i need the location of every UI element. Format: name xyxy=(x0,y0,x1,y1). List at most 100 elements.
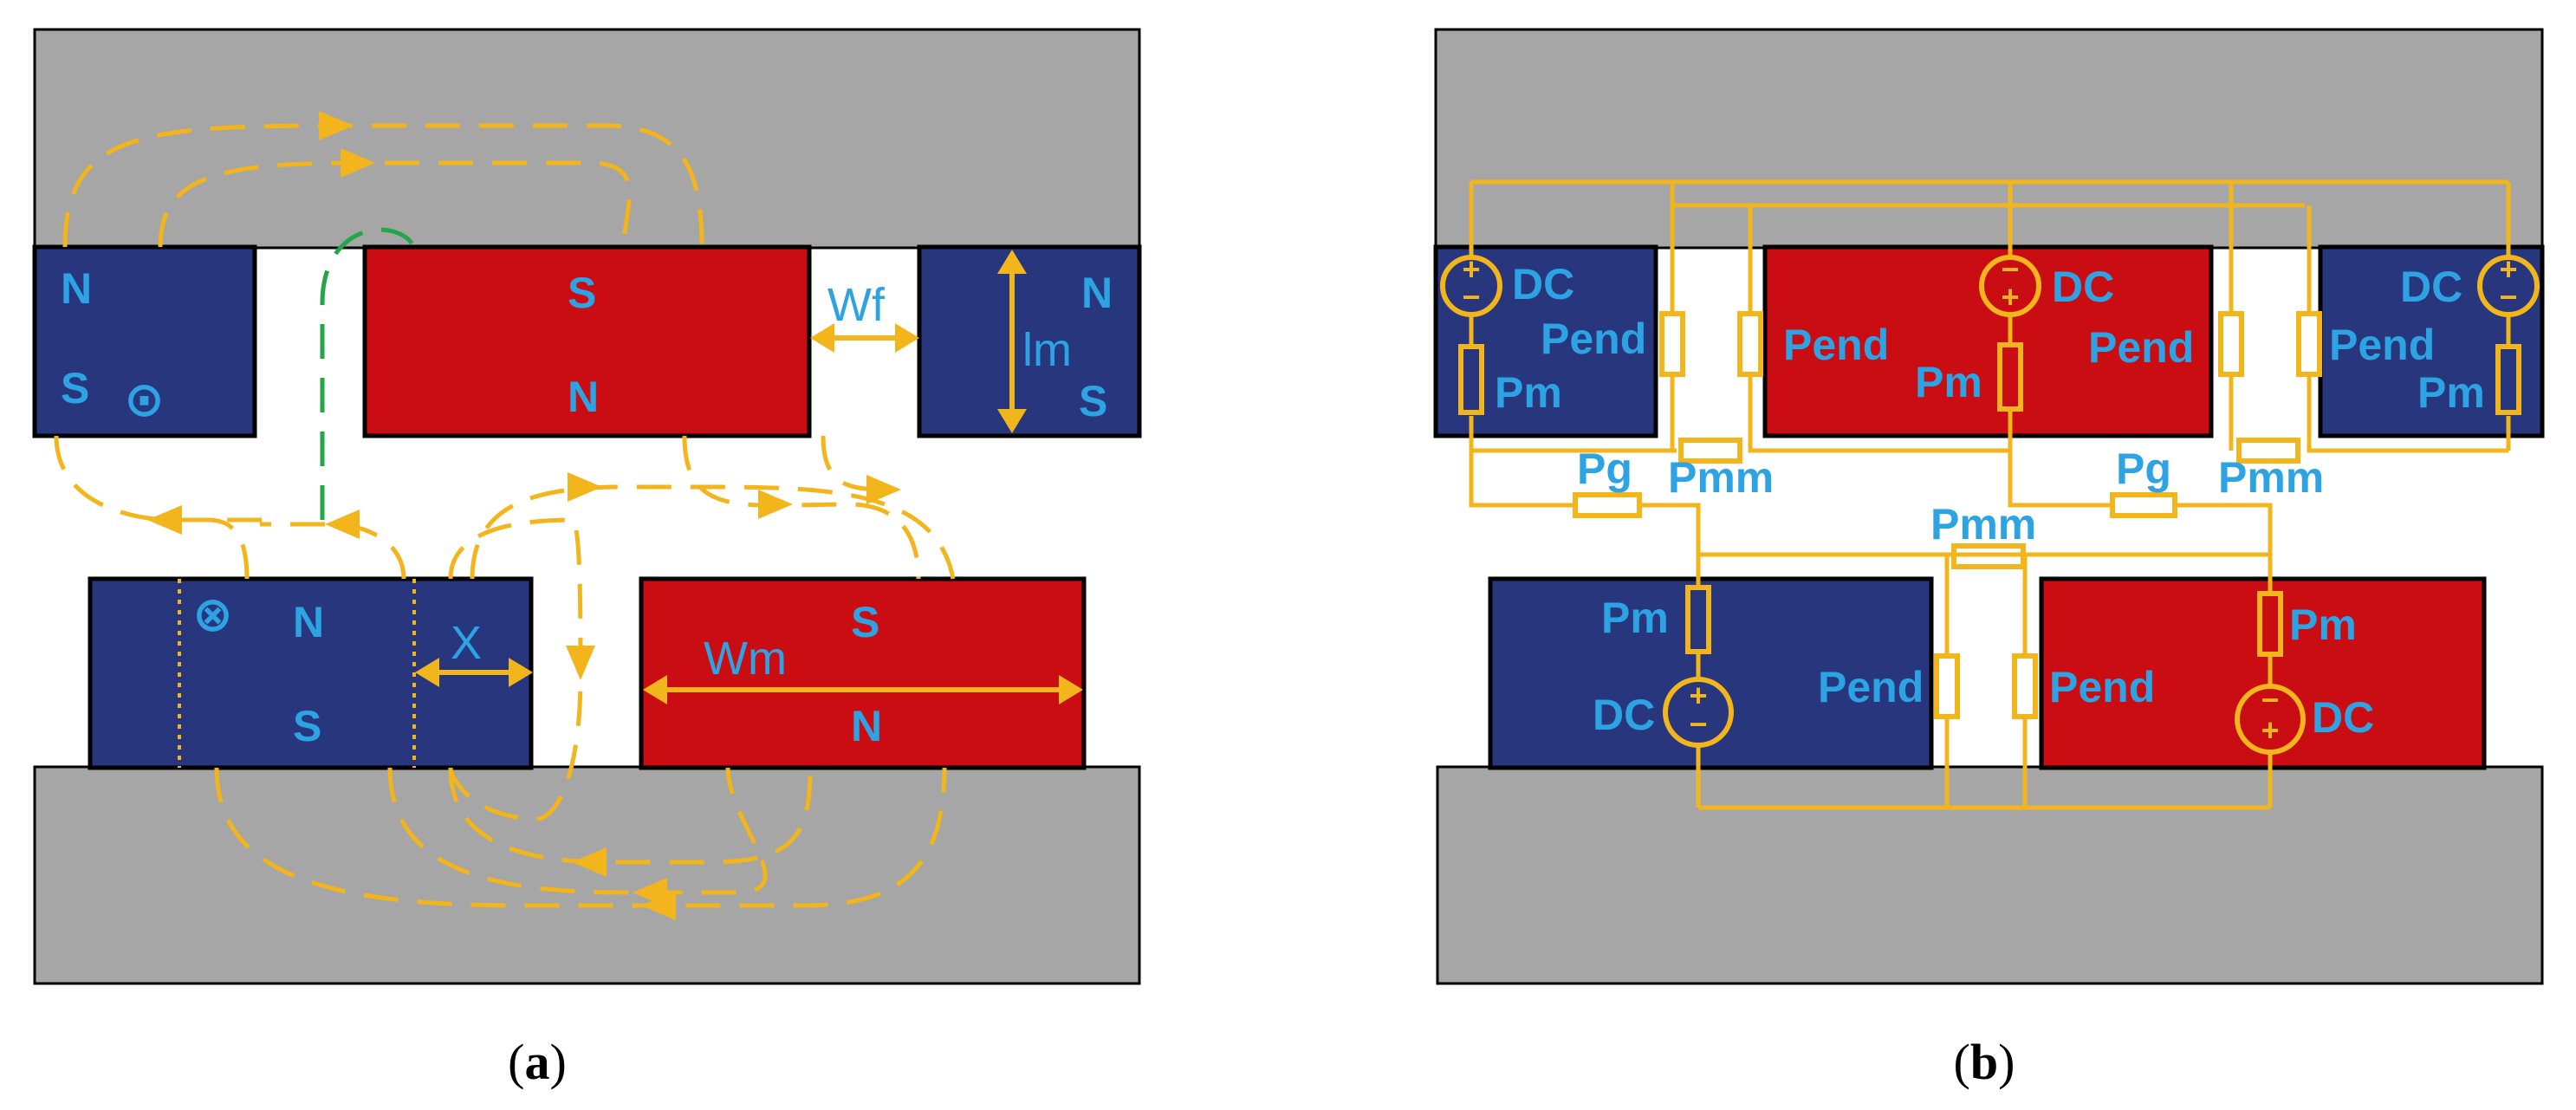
wire-pg-left xyxy=(1469,451,1701,555)
label-pend-lower-right: Pend xyxy=(2049,663,2155,711)
label-pg-left: Pg xyxy=(1577,445,1632,493)
label-pend-left-1: Pend xyxy=(1541,315,1646,363)
reluctance-pg-left xyxy=(1573,492,1642,518)
dc-right-minus: − xyxy=(2499,279,2517,315)
reluctance-pend-lower-left xyxy=(1934,653,1960,719)
dc-left-plus: + xyxy=(1462,251,1480,287)
wire-pg-right xyxy=(2008,451,2273,555)
dc-left-minus: − xyxy=(1462,279,1480,315)
flux-loop-bottom-mid xyxy=(387,767,768,895)
label-dc-middle: DC xyxy=(2052,263,2114,311)
dc-source-left-icon xyxy=(1440,255,1502,317)
wf-arrowhead-left xyxy=(810,323,834,353)
reluctance-pm-middle xyxy=(1997,342,2023,412)
stator-magnet-right xyxy=(917,244,1142,438)
pole-label-right-stator-top: N xyxy=(1081,269,1113,317)
flux-loop-bottom-inner xyxy=(448,767,813,865)
x-arrowhead-left xyxy=(415,658,439,687)
dimension-label-x: X xyxy=(451,617,482,669)
flux-loop-right-gap xyxy=(682,435,921,580)
upper-iron-core xyxy=(33,28,1141,250)
label-pend-right-2: Pend xyxy=(2329,321,2435,369)
label-dc-lower-left: DC xyxy=(1593,691,1655,739)
pole-label-left-stator-top: N xyxy=(61,264,92,313)
dc-source-lower-right-icon xyxy=(2235,684,2306,755)
wf-arrowhead-right xyxy=(895,323,919,353)
pole-label-right-mover-top: S xyxy=(851,598,879,646)
label-pm-left: Pm xyxy=(1495,368,1562,417)
flux-loop-bottom-outer xyxy=(214,767,947,908)
label-pend-lower-left: Pend xyxy=(1818,663,1924,711)
lm-arrowhead-bottom xyxy=(997,409,1027,433)
pole-label-left-mover-bottom: S xyxy=(293,702,321,750)
pole-label-middle-stator-bottom: N xyxy=(568,373,599,421)
flux-arrow-right-1 xyxy=(758,490,793,519)
flux-loop-left-mover xyxy=(207,517,250,580)
dimension-arrows xyxy=(415,250,1083,704)
upper-iron-core-b xyxy=(1434,28,2544,250)
reluctance-pmm-right xyxy=(2236,438,2300,464)
flux-arrows xyxy=(147,111,901,920)
stator-magnet-left xyxy=(32,244,257,438)
pole-label-left-mover-top: N xyxy=(293,598,324,646)
label-pm-lower-right: Pm xyxy=(2289,600,2357,649)
wm-arrowhead-right xyxy=(1059,675,1083,704)
flux-loop-left-gap xyxy=(54,435,277,523)
flux-arrow-down xyxy=(566,646,595,680)
x-arrowhead-right xyxy=(509,658,533,687)
reluctance-pmm-left xyxy=(1678,438,1742,464)
pole-label-right-stator-bottom: S xyxy=(1079,377,1107,425)
leakage-flux-path xyxy=(320,227,417,520)
flux-arrow-top-2 xyxy=(341,148,375,178)
wm-arrowhead-left xyxy=(643,675,667,704)
flux-loop-center-top xyxy=(470,484,956,580)
stator-magnet-middle-b xyxy=(1762,244,2214,438)
label-dc-left: DC xyxy=(1512,260,1574,308)
pole-label-middle-stator-top: S xyxy=(568,269,596,317)
dimension-label-lm: lm xyxy=(1022,324,1072,376)
flux-arrow-top-1 xyxy=(319,111,354,140)
dc-source-right-icon xyxy=(2477,255,2540,317)
reluctance-pend-lower-right xyxy=(2012,653,2038,719)
label-pend-right-1: Pend xyxy=(2088,323,2194,372)
mover-magnet-right-b xyxy=(2039,576,2487,770)
label-dc-lower-right: DC xyxy=(2312,693,2374,742)
reluctance-pmm-bottom xyxy=(1951,543,2026,569)
stator-magnet-right-b xyxy=(2318,244,2545,438)
current-out-of-page-icon: ⊙ xyxy=(124,372,165,426)
flux-arrow-mid-1 xyxy=(568,472,602,502)
label-pg-right: Pg xyxy=(2116,445,2171,493)
dimension-label-wf: Wf xyxy=(827,279,886,331)
dc-middle-plus: + xyxy=(2001,279,2019,315)
reluctance-pend-right-2 xyxy=(2296,311,2322,377)
label-pmm-bottom: Pmm xyxy=(1930,500,2036,549)
flux-arrow-bottom-3 xyxy=(641,891,676,920)
caption-b: (b) xyxy=(1954,1034,2015,1090)
label-pend-left-2: Pend xyxy=(1783,321,1889,369)
lower-iron-core-b xyxy=(1436,765,2544,985)
label-dc-right: DC xyxy=(2400,263,2462,311)
dc-lower-left-plus: + xyxy=(1689,678,1707,713)
reluctance-elements xyxy=(1458,311,2521,719)
reluctance-pm-lower-left xyxy=(1685,585,1711,654)
lm-arrowhead-top xyxy=(997,250,1027,274)
flux-arrow-bottom-1 xyxy=(572,847,607,877)
current-into-page-icon: ⊗ xyxy=(192,587,233,641)
dc-lower-right-minus: − xyxy=(2261,682,2279,717)
label-pmm-left: Pmm xyxy=(1668,453,1774,502)
dc-right-plus: + xyxy=(2499,251,2517,287)
flux-arrow-left-1 xyxy=(147,505,182,535)
dc-middle-minus: − xyxy=(2001,251,2019,287)
panel-a: N S S N N S N S S N ⊙ ⊗ Wf lm X Wm (a) xyxy=(32,28,1142,1090)
flux-loop-mid-gap xyxy=(260,522,406,580)
label-pm-right: Pm xyxy=(2417,368,2485,417)
wire-right-pend2 xyxy=(2307,205,2508,453)
flux-arrow-left-2 xyxy=(325,510,360,539)
reluctance-pg-right xyxy=(2110,492,2177,518)
lower-iron-core xyxy=(33,765,1141,985)
dc-source-middle-icon xyxy=(1979,255,2041,317)
panel-b: + − − + + − + − − + DC Pm Pend Pend DC P… xyxy=(1433,28,2545,1090)
label-pm-middle: Pm xyxy=(1915,358,1982,406)
mover-magnet-right xyxy=(639,576,1087,770)
